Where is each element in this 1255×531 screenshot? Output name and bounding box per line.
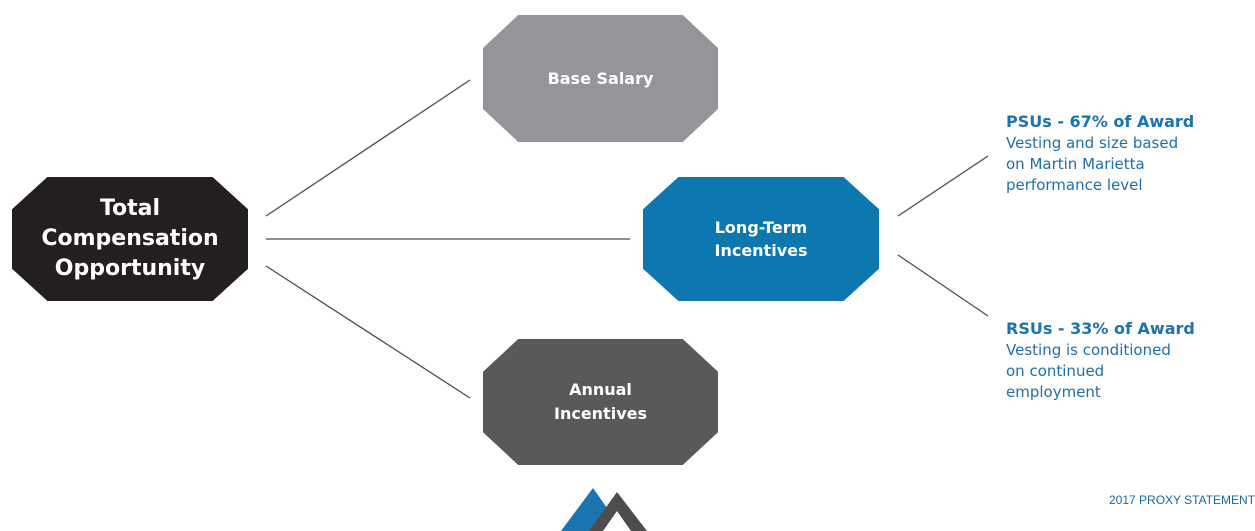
connector-lti-rsu <box>897 254 989 317</box>
rsu-award-description: RSUs - 33% of Award Vesting is condition… <box>1006 318 1218 403</box>
rsu-award-line: employment <box>1006 383 1101 401</box>
base-salary-node: Base Salary <box>483 15 718 142</box>
psu-award-line: performance level <box>1006 176 1143 194</box>
node-label-line: Opportunity <box>54 256 206 281</box>
node-label-line: Base Salary <box>547 68 654 88</box>
connector-lines <box>265 79 989 399</box>
psu-award-title: PSUs - 67% of Award <box>1006 112 1195 131</box>
rsu-award-line: Vesting is conditioned <box>1006 341 1171 359</box>
connector-lti-psu <box>897 155 989 217</box>
mountain-logo-icon <box>561 488 647 531</box>
rsu-award-title: RSUs - 33% of Award <box>1006 319 1195 338</box>
connector-total-annual <box>265 265 471 399</box>
long-term-incentives-node: Long-Term Incentives <box>643 177 879 301</box>
node-label-line: Compensation <box>41 226 219 251</box>
psu-award-line: Vesting and size based <box>1006 134 1179 152</box>
node-label-line: Incentives <box>553 404 647 423</box>
connector-total-base <box>265 79 471 217</box>
psu-award-description: PSUs - 67% of Award Vesting and size bas… <box>1006 111 1218 196</box>
node-label-line: Incentives <box>714 241 808 260</box>
annual-incentives-node: Annual Incentives <box>483 339 718 465</box>
node-label-line: Long-Term <box>714 218 808 237</box>
rsu-award-line: on continued <box>1006 362 1105 380</box>
total-compensation-node: Total Compensation Opportunity <box>12 177 248 301</box>
node-label-line: Annual <box>569 380 632 399</box>
psu-award-line: on Martin Marietta <box>1006 155 1145 173</box>
footer-label: 2017 PROXY STATEMENT <box>1109 493 1255 507</box>
node-label-line: Total <box>99 196 161 221</box>
